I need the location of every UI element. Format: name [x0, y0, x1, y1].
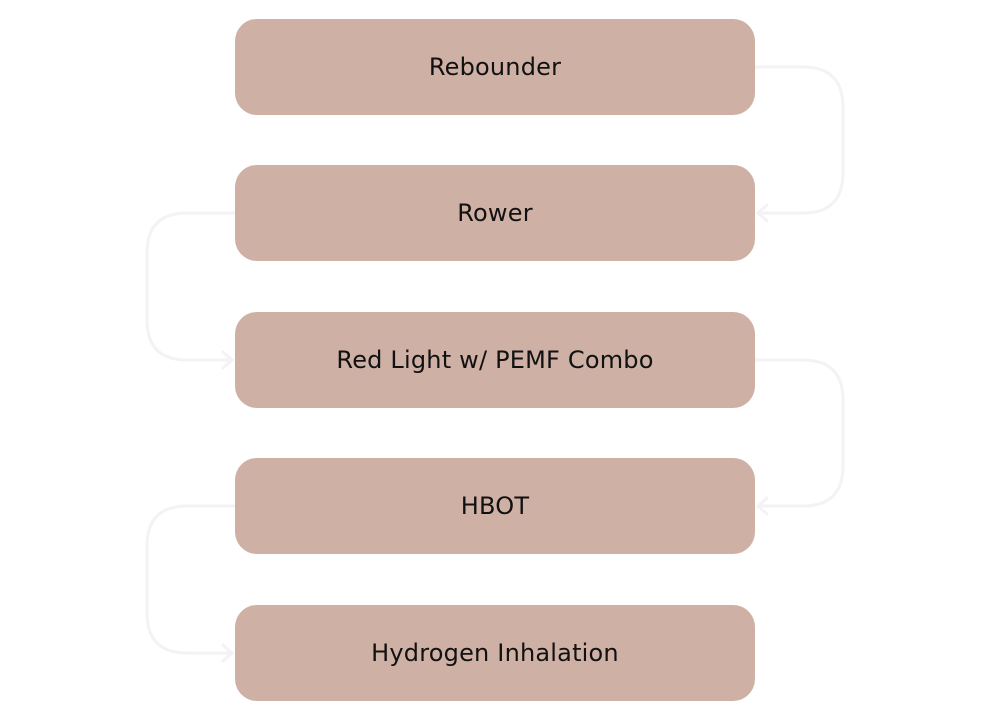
- node-red-light-pemf: Red Light w/ PEMF Combo: [235, 312, 755, 408]
- node-label: Hydrogen Inhalation: [371, 639, 619, 667]
- arrowhead-icon: [755, 496, 769, 516]
- connector-n1-n2: [755, 65, 845, 215]
- node-rebounder: Rebounder: [235, 19, 755, 115]
- node-label: Rower: [457, 199, 533, 227]
- connector-n2-n3: [145, 211, 235, 362]
- node-label: Red Light w/ PEMF Combo: [336, 346, 654, 374]
- node-hbot: HBOT: [235, 458, 755, 554]
- node-hydrogen-inhalation: Hydrogen Inhalation: [235, 605, 755, 701]
- connector-n4-n5: [145, 504, 235, 655]
- connector-n3-n4: [755, 358, 845, 508]
- node-label: HBOT: [460, 492, 530, 520]
- node-label: Rebounder: [428, 53, 562, 81]
- arrowhead-icon: [221, 643, 235, 663]
- node-rower: Rower: [235, 165, 755, 261]
- arrowhead-icon: [221, 350, 235, 370]
- arrowhead-icon: [755, 203, 769, 223]
